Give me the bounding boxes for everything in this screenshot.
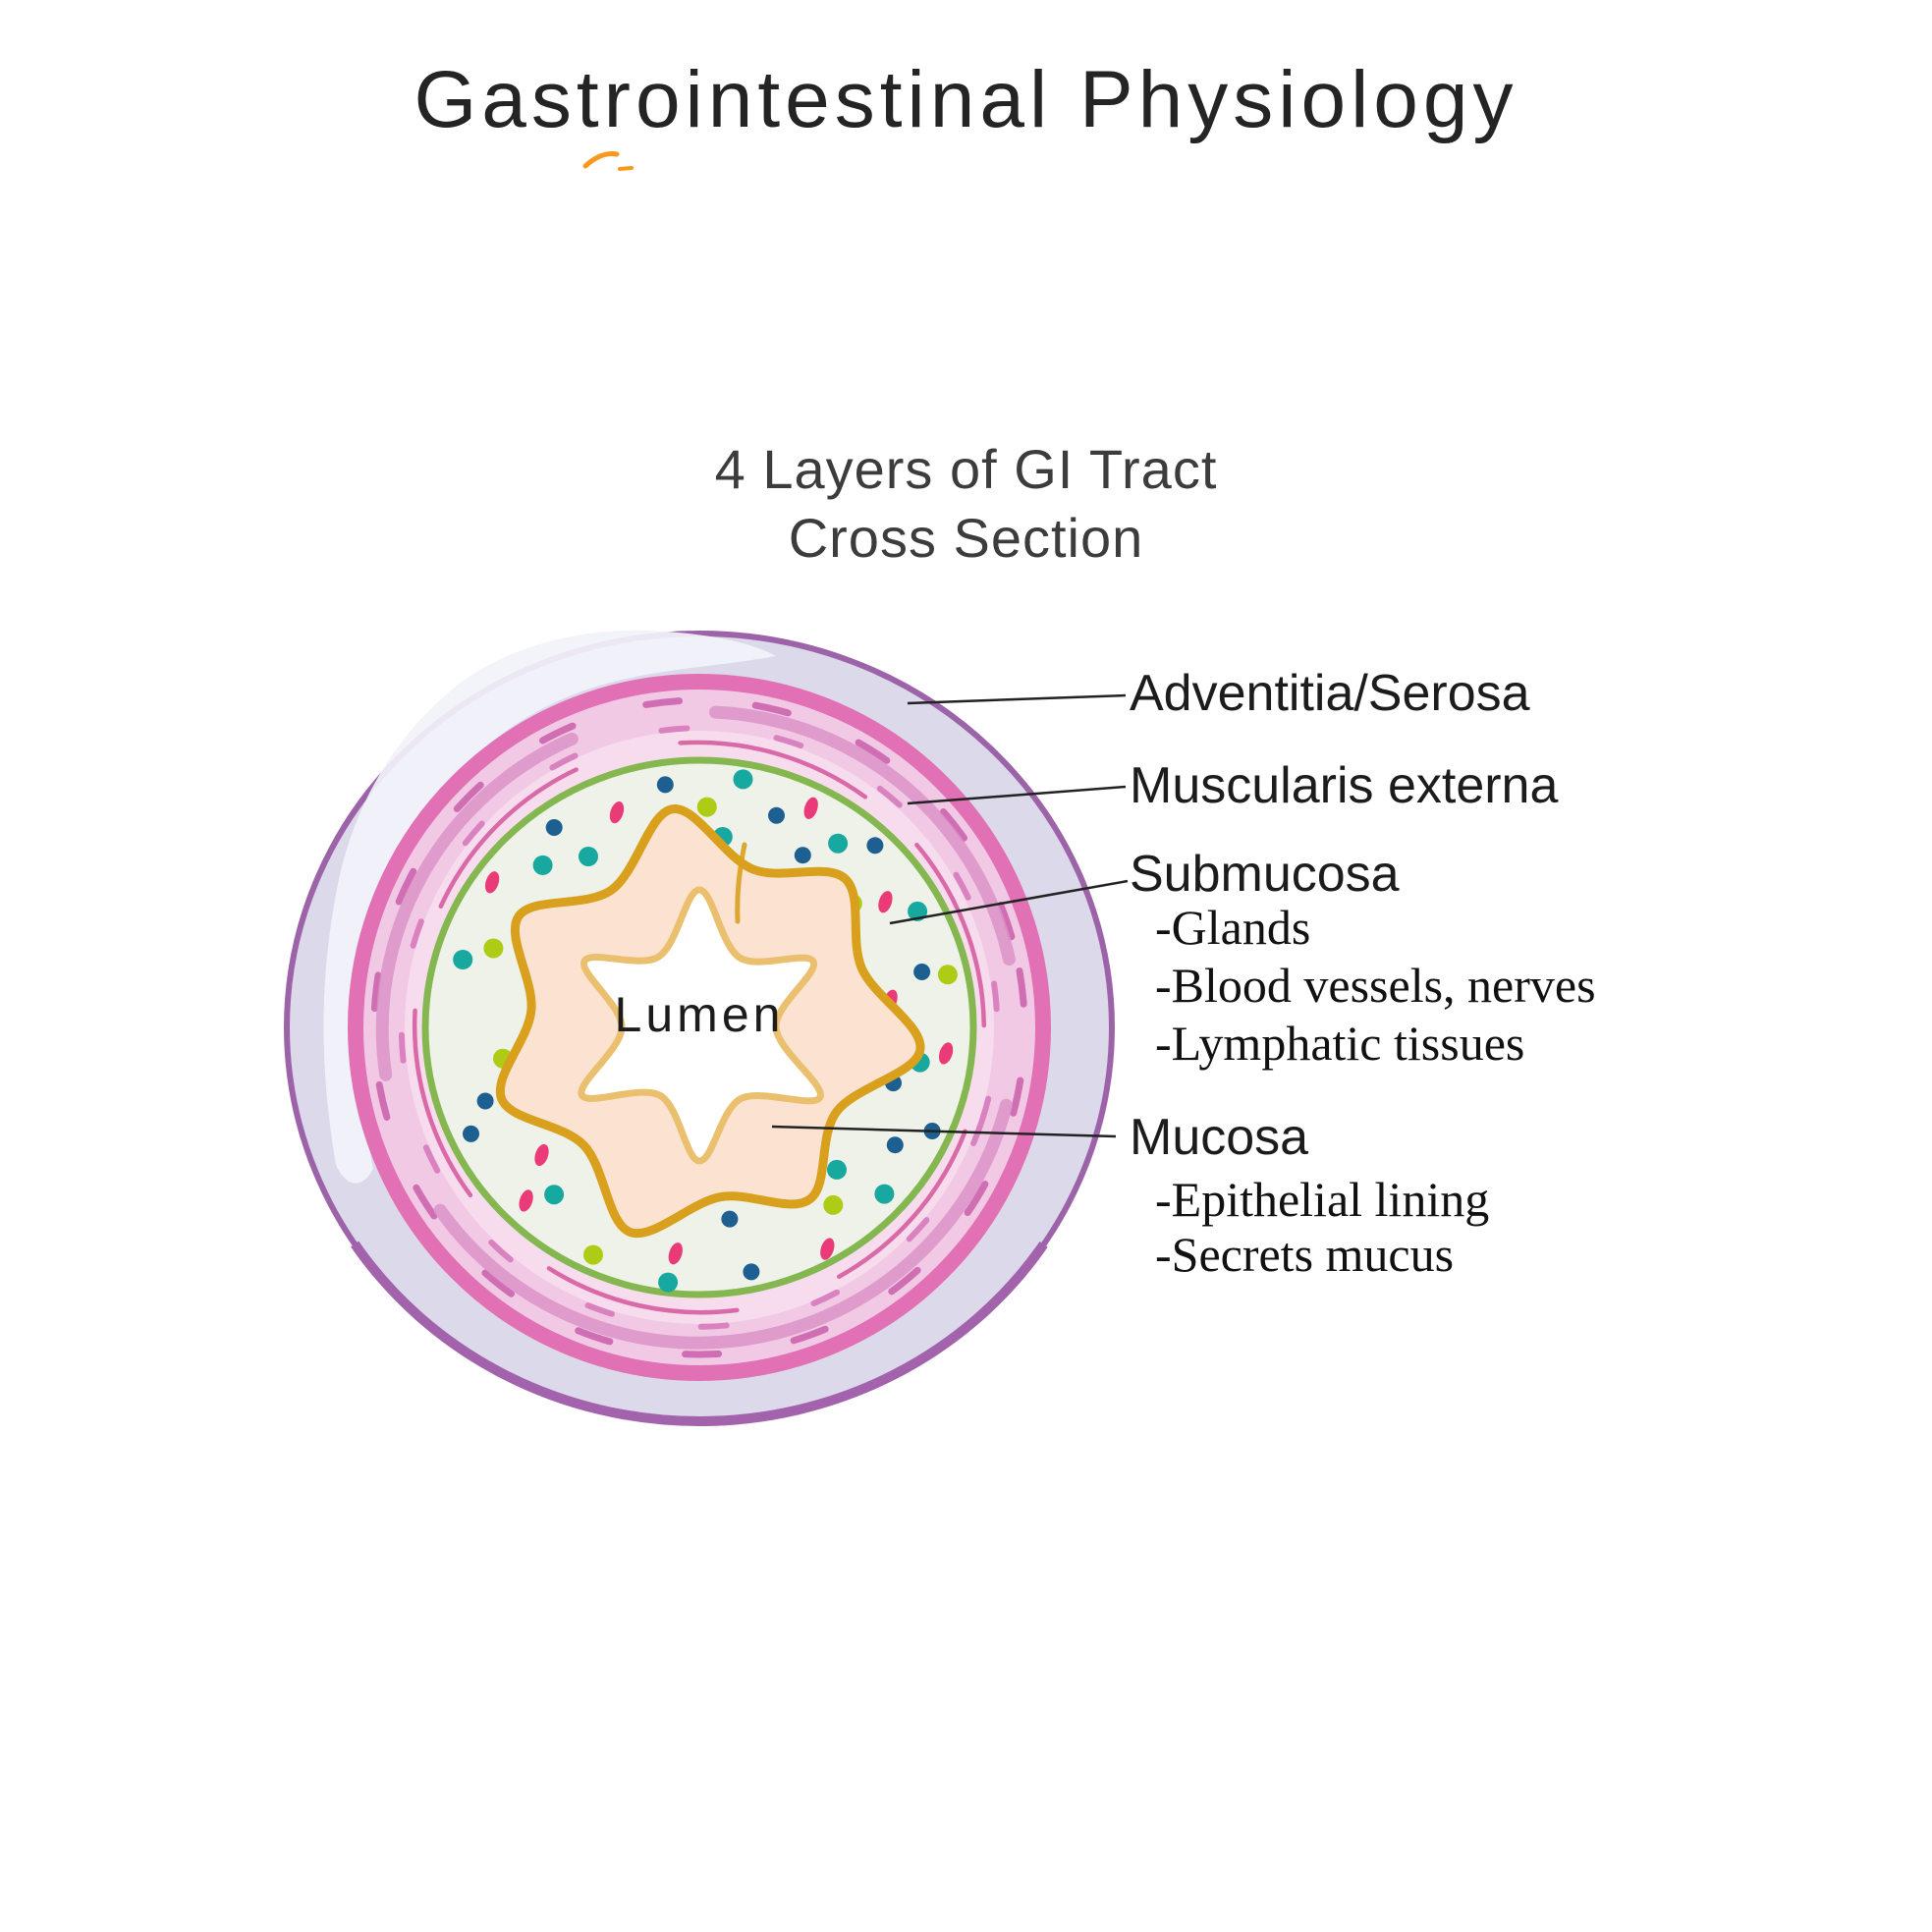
leader-line-mucosa xyxy=(771,1125,1117,1138)
submucosa-dot xyxy=(463,1125,479,1142)
submucosa-dot xyxy=(476,1092,494,1110)
leader-line-adventitia xyxy=(907,693,1127,705)
submucosa-dot xyxy=(743,1263,760,1281)
muscle-dash-arc-mid xyxy=(398,725,1001,1330)
submucosa-dot xyxy=(878,891,893,913)
submucosa-dot xyxy=(532,855,553,875)
submucosa-dot xyxy=(874,1184,895,1204)
submucosa-dot xyxy=(823,1194,844,1215)
mucosa-gland-cleft xyxy=(735,842,747,924)
submucosa-dot xyxy=(658,1272,679,1293)
submucosa-dot xyxy=(583,1244,603,1265)
submucosa-dot xyxy=(794,847,811,864)
submucosa-detail-vessels: -Blood vessels, nerves xyxy=(1155,958,1596,1013)
submucosa-dot xyxy=(803,797,818,819)
leader-line-submucosa xyxy=(889,879,1129,925)
submucosa-dot xyxy=(579,847,598,866)
submucosa-dot xyxy=(886,1136,904,1154)
submucosa-dot xyxy=(866,837,884,855)
submucosa-dot xyxy=(827,1159,847,1180)
submucosa-dot xyxy=(544,1185,565,1205)
mucosa-details: -Epithelial lining -Secrets mucus xyxy=(1155,1172,1489,1282)
submucosa-dot xyxy=(483,938,504,959)
subtitle-line-1: 4 Layers of GI Tract xyxy=(714,438,1218,500)
submucosa-dot xyxy=(937,965,958,985)
label-mucosa: Mucosa xyxy=(1130,1109,1309,1166)
submucosa-detail-lymphatic: -Lymphatic tissues xyxy=(1155,1016,1525,1071)
label-submucosa: Submucosa xyxy=(1130,846,1400,903)
submucosa-details: -Glands -Blood vessels, nerves -Lymphati… xyxy=(1155,899,1596,1073)
mucosa-detail-epithelial: -Epithelial lining xyxy=(1155,1172,1490,1227)
submucosa-detail-glands: -Glands xyxy=(1155,900,1311,955)
lumen-region: Lumen xyxy=(578,886,824,1165)
accent-squiggle-icon xyxy=(582,151,634,171)
submucosa-dot xyxy=(938,1042,954,1065)
submucosa-dot xyxy=(453,950,473,969)
submucosa-dot xyxy=(820,1238,835,1260)
mucosa-detail-secrets: -Secrets mucus xyxy=(1155,1227,1455,1282)
submucosa-dot xyxy=(733,769,753,790)
leader-lines xyxy=(771,693,1129,1138)
diagram-subtitle: 4 Layers of GI Tract Cross Section xyxy=(0,435,1932,573)
serosa-highlight xyxy=(323,630,776,1184)
label-muscularis-externa: Muscularis externa xyxy=(1130,757,1559,814)
muscle-band-mid xyxy=(375,705,1023,1350)
submucosa-dot xyxy=(534,1143,549,1167)
muscle-dash-arc-outer xyxy=(370,696,1028,1358)
label-adventitia-serosa: Adventitia/Serosa xyxy=(1130,665,1530,722)
submucosa-dot xyxy=(721,1210,739,1228)
lumen-star xyxy=(578,886,824,1165)
lumen-label: Lumen xyxy=(615,987,785,1042)
page-title: Gastrointestinal Physiology xyxy=(414,55,1518,144)
subtitle-line-2: Cross Section xyxy=(788,507,1144,569)
muscle-streak-thin xyxy=(412,740,987,1315)
submucosa-dot xyxy=(828,833,849,854)
submucosa-dot xyxy=(913,964,931,980)
submucosa-dot xyxy=(519,1189,533,1212)
submucosa-dot xyxy=(545,819,563,836)
submucosa-dot xyxy=(668,1242,683,1265)
submucosa-dot xyxy=(696,797,717,817)
submucosa-dot xyxy=(609,800,625,824)
submucosa-dot xyxy=(768,806,785,824)
submucosa-dot xyxy=(656,776,674,794)
serosa-bottom-edge xyxy=(282,629,1117,1426)
submucosa-dot xyxy=(484,871,500,894)
leader-line-muscularis xyxy=(907,785,1127,805)
